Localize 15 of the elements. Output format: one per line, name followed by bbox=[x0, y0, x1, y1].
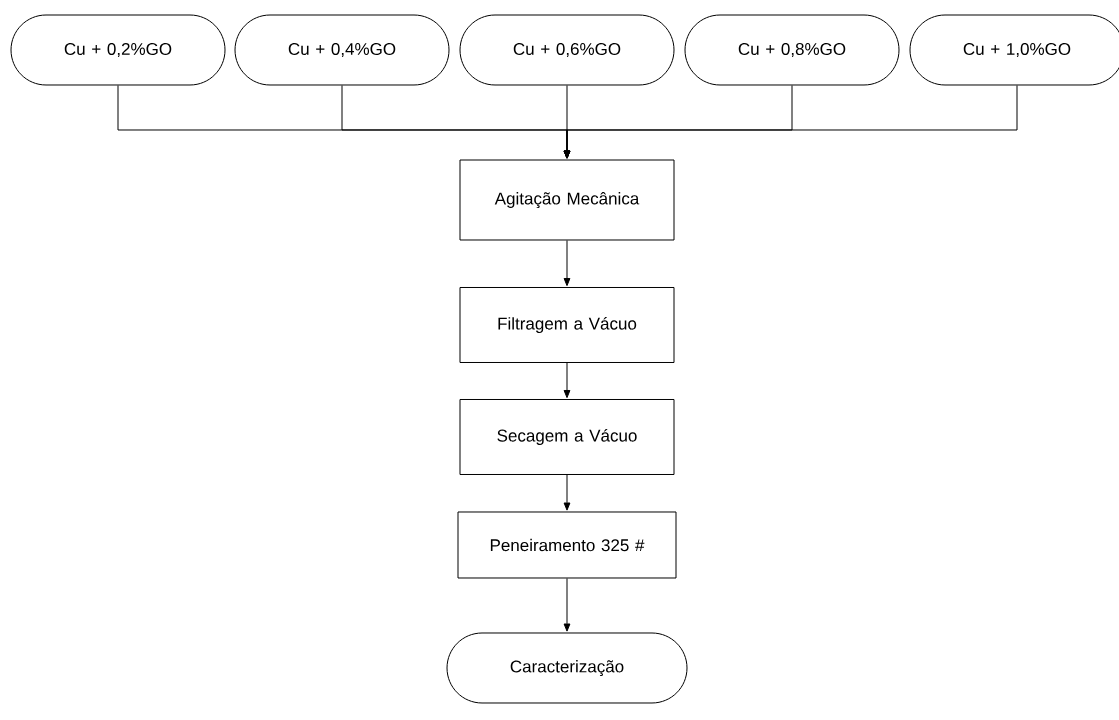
process-box: Agitação Mecânica bbox=[459, 159, 675, 241]
arrow bbox=[563, 474, 571, 511]
terminal-box: Cu + 0,4%GO bbox=[234, 14, 450, 86]
process-box: Peneiramento 325 # bbox=[457, 511, 677, 579]
terminal-box: Cu + 1,0%GO bbox=[909, 14, 1119, 86]
terminal-box: Cu + 0,2%GO bbox=[10, 14, 226, 86]
process-box: Secagem a Vácuo bbox=[459, 399, 675, 475]
process-box: Filtragem a Vácuo bbox=[459, 287, 675, 363]
terminal-box: Cu + 0,8%GO bbox=[684, 14, 900, 86]
arrow bbox=[563, 578, 571, 632]
terminal-box: Caracterização bbox=[446, 632, 688, 704]
terminal-box: Cu + 0,6%GO bbox=[459, 14, 675, 86]
arrow bbox=[563, 85, 1018, 159]
arrow bbox=[563, 362, 571, 399]
arrow bbox=[563, 240, 571, 287]
